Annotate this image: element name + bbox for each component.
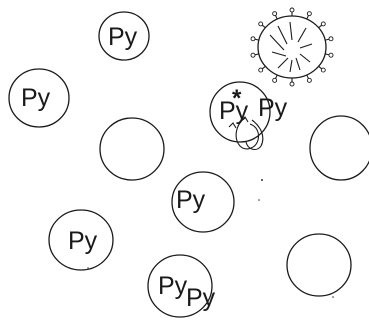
circle-outline xyxy=(310,116,369,180)
circle-outline xyxy=(100,118,164,180)
inner-stroke xyxy=(290,22,292,40)
py-label-second: Py xyxy=(258,94,288,122)
spike-tip xyxy=(273,78,277,82)
circle-right-edge-empty xyxy=(310,116,369,180)
inner-stroke xyxy=(300,54,310,62)
circle-middle-right: Py Py * xyxy=(210,82,288,149)
spike-tip xyxy=(273,12,277,16)
py-label: Py xyxy=(68,227,98,255)
py-label: Py xyxy=(21,84,51,112)
circle-center: Py xyxy=(172,172,234,232)
spike-tip xyxy=(251,37,255,41)
spike-tip xyxy=(259,22,263,26)
spike-tip xyxy=(290,8,294,12)
py-label: Py xyxy=(158,272,188,300)
speck xyxy=(258,199,260,201)
inner-stroke xyxy=(270,35,284,50)
spike-tip xyxy=(321,22,325,26)
spike-tip xyxy=(307,78,311,82)
spike-tip xyxy=(329,37,333,41)
spike-tip xyxy=(290,82,294,86)
py-label-second: Py xyxy=(186,284,216,312)
inner-stroke xyxy=(300,44,312,48)
inner-stroke xyxy=(296,58,300,70)
circle-left: Py xyxy=(9,69,69,127)
circle-bottom-right-empty xyxy=(287,234,351,296)
speck xyxy=(332,296,334,298)
spike-tip xyxy=(307,12,311,16)
spike-tip xyxy=(321,68,325,72)
spike-tip xyxy=(259,68,263,72)
inner-stroke xyxy=(278,58,288,68)
inner-stroke xyxy=(298,28,306,42)
circle-outline xyxy=(258,16,326,78)
star-mark: * xyxy=(232,85,242,112)
inner-stroke xyxy=(272,52,286,56)
circle-center-left-empty xyxy=(100,118,164,180)
py-label: Py xyxy=(108,23,138,51)
budding-cell xyxy=(251,8,333,86)
spike-tip xyxy=(329,53,333,57)
speck xyxy=(261,179,263,181)
py-label: Py xyxy=(176,186,206,214)
circle-bottom-center: Py Py xyxy=(148,255,216,317)
circle-top-center: Py xyxy=(99,12,149,60)
spike-tip xyxy=(251,53,255,57)
inner-stroke xyxy=(290,60,292,72)
circle-outline xyxy=(287,234,351,296)
speck xyxy=(87,267,88,268)
inner-stroke xyxy=(278,26,287,44)
circle-bottom-left: Py xyxy=(49,210,113,270)
